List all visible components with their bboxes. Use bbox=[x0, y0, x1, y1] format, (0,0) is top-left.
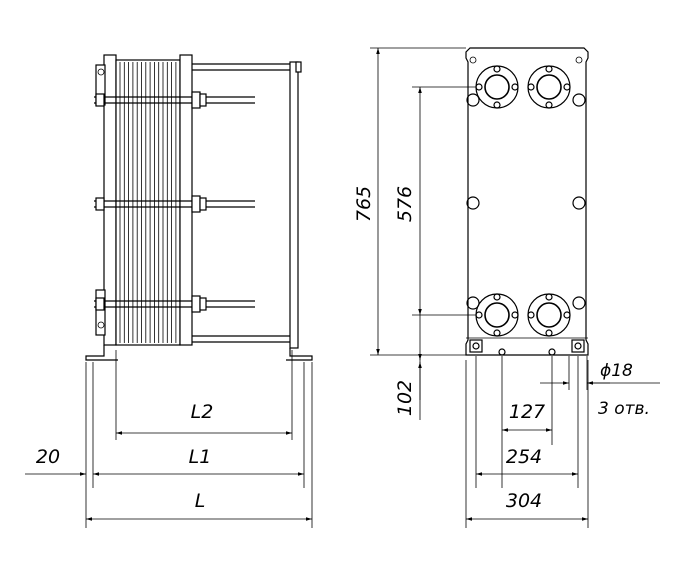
front-view: 765 576 102 127 254 304 ϕ18 3 отв. bbox=[353, 47, 660, 528]
port-flange-bottom bbox=[95, 289, 106, 336]
label-254: 254 bbox=[506, 446, 542, 468]
bolt-hole bbox=[466, 196, 480, 210]
bolt-hole bbox=[572, 196, 586, 210]
label-l: L bbox=[195, 490, 206, 512]
bolt-hole bbox=[466, 93, 480, 107]
front-plate-outline bbox=[465, 47, 589, 356]
label-hole-count: 3 отв. bbox=[598, 399, 650, 419]
plate-lines bbox=[119, 62, 177, 343]
port-bottom-right bbox=[527, 293, 571, 337]
label-102: 102 bbox=[394, 380, 416, 416]
front-foot bbox=[85, 345, 118, 361]
label-576: 576 bbox=[394, 186, 416, 222]
label-127: 127 bbox=[509, 401, 545, 423]
support-column bbox=[289, 61, 299, 349]
port-top-right bbox=[527, 65, 571, 109]
tie-bolt-top bbox=[94, 91, 255, 109]
tie-bolt-middle bbox=[94, 195, 255, 213]
mounting-hole bbox=[498, 348, 506, 356]
side-view: L2 L1 L 20 bbox=[25, 54, 313, 528]
label-hole-dia: ϕ18 bbox=[600, 361, 633, 381]
bolt-hole bbox=[466, 296, 480, 310]
tie-bolt-bottom bbox=[94, 295, 255, 313]
mounting-hole bbox=[548, 348, 556, 356]
label-l2: L2 bbox=[191, 401, 214, 423]
rear-foot bbox=[286, 348, 313, 361]
label-304: 304 bbox=[506, 490, 542, 512]
label-20: 20 bbox=[36, 446, 60, 468]
label-l1: L1 bbox=[189, 446, 212, 468]
bolt-hole bbox=[572, 296, 586, 310]
bolt-hole bbox=[572, 93, 586, 107]
label-765: 765 bbox=[353, 186, 375, 222]
